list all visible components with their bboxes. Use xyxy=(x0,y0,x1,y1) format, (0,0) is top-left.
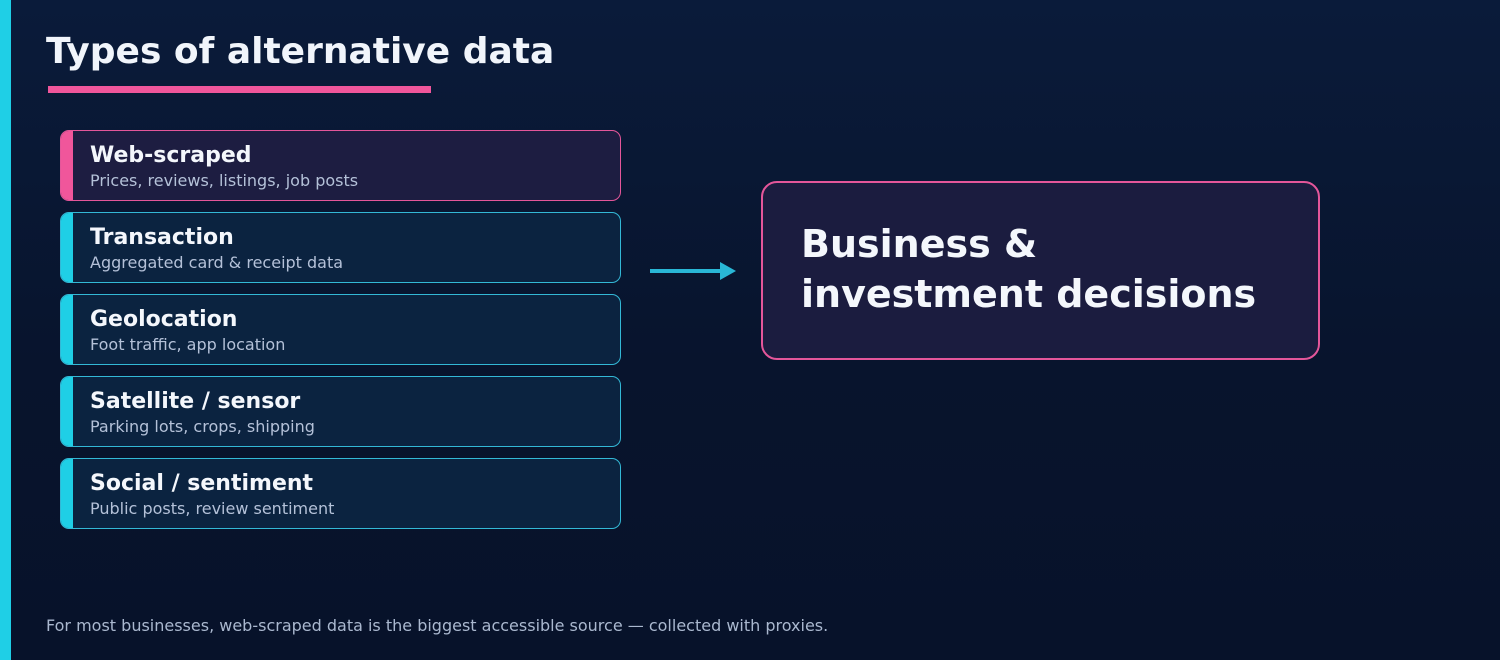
left-accent-bar xyxy=(0,0,11,660)
card-description: Foot traffic, app location xyxy=(90,335,286,354)
card-description: Parking lots, crops, shipping xyxy=(90,417,315,436)
card-accent-stripe xyxy=(61,131,73,200)
card-title: Social / sentiment xyxy=(90,471,314,496)
card-accent-stripe xyxy=(61,377,73,446)
card-description: Aggregated card & receipt data xyxy=(90,253,344,272)
card-description: Public posts, review sentiment xyxy=(90,499,335,518)
card-title: Geolocation xyxy=(90,307,238,332)
data-type-card-social-sentiment: Social / sentiment Public posts, review … xyxy=(60,458,621,529)
footnote: For most businesses, web-scraped data is… xyxy=(46,616,829,635)
card-accent-stripe xyxy=(61,213,73,282)
data-type-card-web-scraped: Web-scraped Prices, reviews, listings, j… xyxy=(60,130,621,201)
data-type-card-geolocation: Geolocation Foot traffic, app location xyxy=(60,294,621,365)
outcome-line-1: Business & xyxy=(801,222,1038,266)
card-title: Transaction xyxy=(90,225,234,250)
data-type-card-transaction: Transaction Aggregated card & receipt da… xyxy=(60,212,621,283)
arrow-right-icon xyxy=(650,262,736,280)
outcome-text: Business & investment decisions xyxy=(801,219,1301,319)
outcome-box: Business & investment decisions xyxy=(761,181,1320,360)
outcome-line-2: investment decisions xyxy=(801,272,1257,316)
card-title: Satellite / sensor xyxy=(90,389,301,414)
card-title: Web-scraped xyxy=(90,143,252,168)
title-underline xyxy=(48,86,431,93)
card-description: Prices, reviews, listings, job posts xyxy=(90,171,359,190)
card-accent-stripe xyxy=(61,459,73,528)
card-accent-stripe xyxy=(61,295,73,364)
slide-title: Types of alternative data xyxy=(46,31,555,72)
data-type-card-satellite-sensor: Satellite / sensor Parking lots, crops, … xyxy=(60,376,621,447)
data-type-list: Web-scraped Prices, reviews, listings, j… xyxy=(60,130,621,540)
